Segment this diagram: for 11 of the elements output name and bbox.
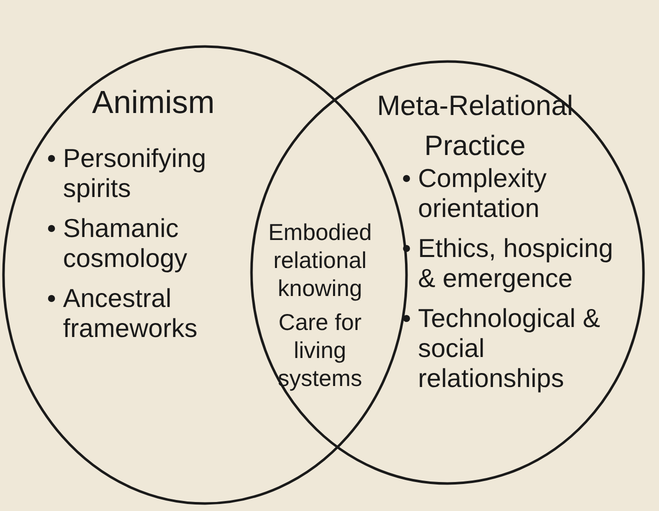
venn-circle — [250, 60, 645, 485]
circle-heading: Animism — [92, 83, 216, 122]
circle-heading: Meta-Relational Practice — [376, 89, 574, 163]
bullet-item: Ethics, hospicing & emergence — [418, 233, 614, 293]
bullet-item: Complexity orientation — [418, 163, 548, 223]
overlap-text: Embodied relational knowing — [267, 218, 373, 302]
bullet-item: Personifying spirits — [63, 143, 208, 203]
overlap-text: Care for living systems — [276, 308, 364, 392]
bullet-item: Technological & social relationships — [418, 303, 602, 393]
bullet-item: Shamanic cosmology — [63, 213, 188, 273]
bullet-item: Ancestral frameworks — [63, 283, 198, 343]
